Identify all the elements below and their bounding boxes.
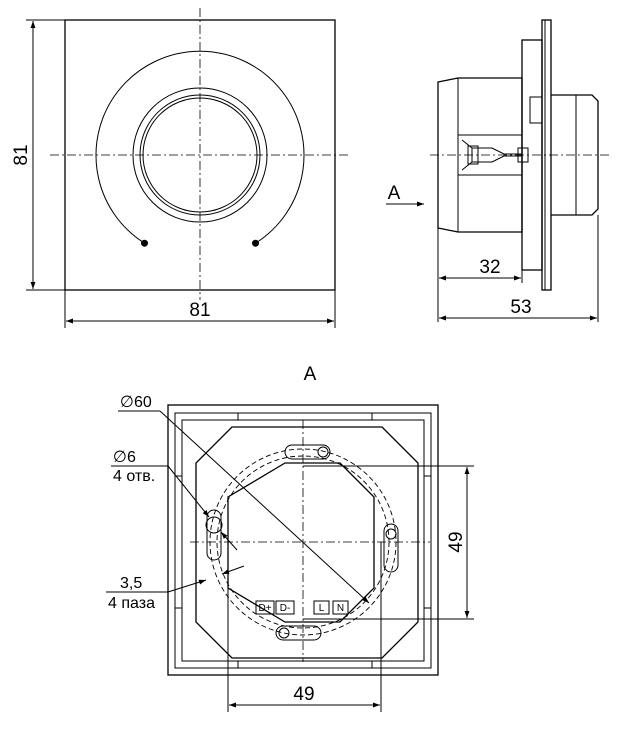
front-outer-ring-arc (95, 50, 305, 244)
terminal-d-minus-label: D- (280, 603, 291, 614)
front-marker-dot-left (141, 239, 148, 247)
hole-count-label: 4 отв. (113, 468, 155, 485)
slot-leader-opposite (221, 565, 245, 575)
slot-count-label: 4 паза (108, 595, 155, 612)
front-width-dim-label: 81 (189, 300, 210, 321)
side-depth-total-label: 53 (510, 297, 531, 318)
side-view: A 32 53 (386, 19, 610, 322)
terminal-d-plus-box (255, 600, 275, 615)
hole-leader-opposite (220, 531, 238, 551)
hole-diameter-label: ∅6 (113, 449, 136, 466)
rear-hole-left (205, 516, 223, 534)
side-view-arrow-label: A (388, 183, 401, 204)
terminal-d-plus-label: D+ (258, 603, 271, 614)
rear-frame-inner (174, 412, 432, 669)
rear-horizontal-dim-label: 49 (293, 684, 314, 705)
diameter-60-label: ∅60 (120, 394, 152, 411)
rear-frame-outer (167, 404, 439, 676)
terminal-n-label: N (337, 603, 344, 614)
terminal-block: D+ D- L N (255, 600, 349, 615)
terminal-d-minus-box (275, 600, 295, 615)
rear-octagon-body (227, 462, 375, 623)
rear-slot-bottom (275, 625, 322, 641)
hole-leader-line (167, 465, 210, 518)
rear-vertical-dim-label: 49 (446, 531, 467, 552)
rear-slot-right-hole (385, 528, 397, 540)
rear-slot-top-hole (317, 446, 329, 458)
rear-slot-right (383, 523, 399, 573)
rear-view-title: A (304, 364, 317, 385)
rear-slot-bottom-hole (278, 627, 290, 639)
front-knob-inner (139, 94, 261, 216)
slot-size-label: 3,5 (120, 575, 142, 592)
rear-mounting-plate (195, 426, 419, 659)
front-height-dim-label: 81 (11, 144, 32, 165)
side-clip (529, 96, 543, 124)
front-view: 81 81 (11, 8, 350, 328)
side-depth-short-label: 32 (479, 257, 500, 278)
rear-slot-top (284, 444, 331, 460)
slot-leader-line (167, 579, 207, 593)
rear-view: A D+ (106, 364, 474, 712)
front-knob-outer (132, 87, 268, 223)
side-knob-profile (551, 94, 599, 216)
terminal-l-box (313, 600, 330, 615)
front-marker-dot-right (252, 239, 259, 247)
diameter-60-line (159, 410, 370, 604)
front-knob-face (142, 97, 258, 213)
terminal-n-box (332, 600, 349, 615)
terminal-l-label: L (319, 603, 325, 614)
